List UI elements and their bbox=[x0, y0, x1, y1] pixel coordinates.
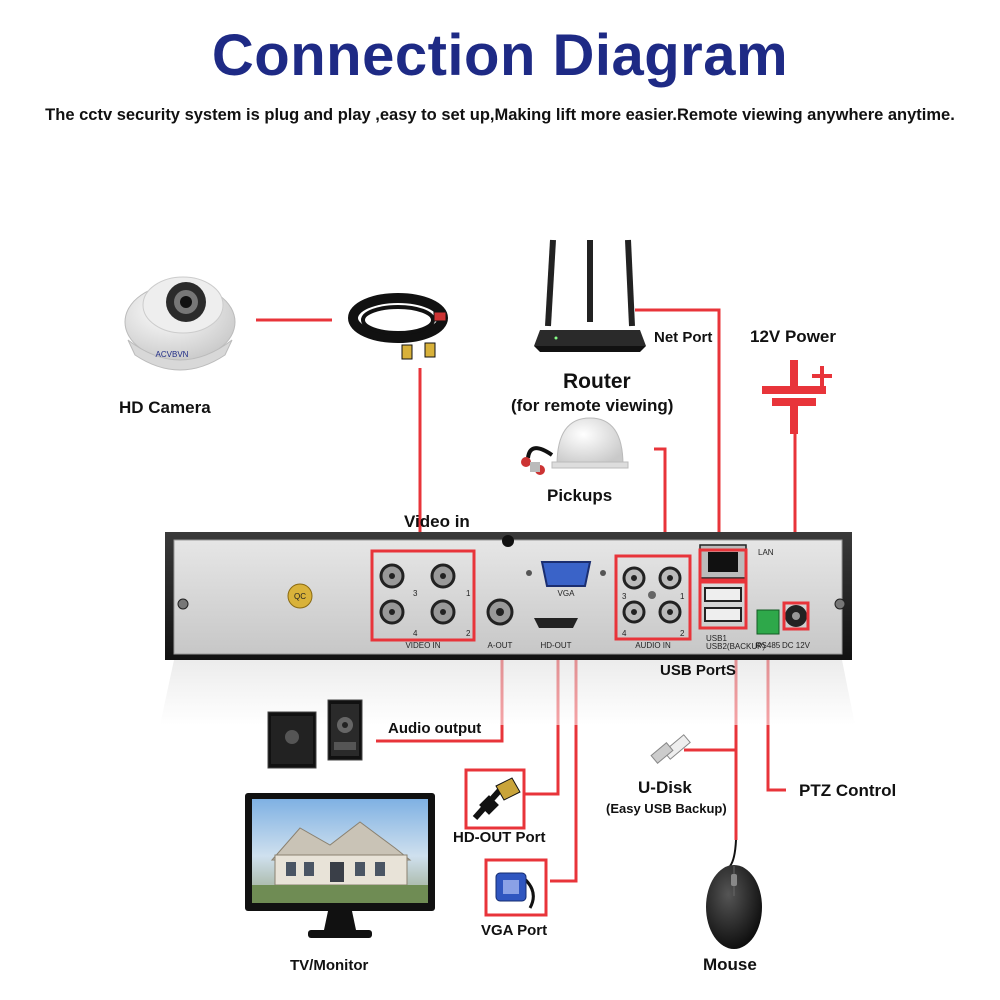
router-icon bbox=[534, 239, 646, 352]
hd-camera-label: HD Camera bbox=[119, 398, 211, 417]
vga-port-label: VGA Port bbox=[481, 922, 548, 939]
mouse-icon bbox=[706, 839, 762, 949]
panel-dc12v-text: DC 12V bbox=[782, 641, 811, 650]
power-label: 12V Power bbox=[750, 327, 836, 346]
udisk-label: U-Disk bbox=[638, 778, 692, 797]
router-to-lan-line bbox=[635, 308, 721, 552]
audio-in-rca-ports bbox=[622, 566, 682, 624]
udisk-sublabel: (Easy USB Backup) bbox=[606, 801, 727, 816]
camera-brand-text: ACVBVN bbox=[156, 350, 189, 359]
panel-vga-text: VGA bbox=[558, 589, 576, 598]
speaker-icon bbox=[267, 699, 363, 769]
pickups-to-audio-line bbox=[654, 447, 667, 556]
cable-coil-icon bbox=[348, 293, 448, 360]
qc-sticker: QC bbox=[294, 592, 306, 601]
microphone-icon bbox=[521, 417, 629, 475]
panel-aout-text: A-OUT bbox=[488, 641, 513, 650]
net-port-label: Net Port bbox=[654, 329, 713, 346]
video-in-bnc-ports bbox=[379, 563, 456, 625]
power-symbol-icon bbox=[762, 360, 832, 434]
usb-stick-icon bbox=[650, 734, 691, 764]
monitor-icon bbox=[245, 793, 435, 938]
audio-ch-label: 4 bbox=[622, 629, 627, 638]
panel-lan-text: LAN bbox=[758, 548, 774, 557]
video-ch-label: 4 bbox=[413, 629, 418, 638]
page-subtitle: The cctv security system is plug and pla… bbox=[45, 106, 955, 124]
lan-highlight bbox=[698, 548, 748, 582]
panel-audio-in-text: AUDIO IN bbox=[635, 641, 671, 650]
video-ch-label: 1 bbox=[466, 589, 471, 598]
pickups-label: Pickups bbox=[547, 486, 613, 505]
panel-usb2-text: USB2(BACKUP) bbox=[706, 642, 765, 651]
tv-monitor-label: TV/Monitor bbox=[290, 957, 369, 974]
router-label: Router bbox=[563, 370, 631, 393]
dc-highlight bbox=[782, 601, 810, 631]
panel-usb1-text: USB1 bbox=[706, 634, 727, 643]
panel-video-in-text: VIDEO IN bbox=[405, 641, 440, 650]
ptz-control-label: PTZ Control bbox=[799, 781, 897, 800]
house-illustration bbox=[252, 821, 428, 903]
video-in-highlight bbox=[370, 549, 476, 642]
router-sublabel: (for remote viewing) bbox=[511, 396, 674, 415]
dome-camera-icon: ACVBVN bbox=[124, 276, 236, 371]
panel-hdout-text: HD-OUT bbox=[540, 641, 571, 650]
video-in-label: Video in bbox=[404, 512, 470, 531]
vga-cable-icon bbox=[484, 858, 548, 917]
panel-rs485-text: RS485 bbox=[756, 641, 781, 650]
audio-ch-label: 2 bbox=[680, 629, 685, 638]
dvr-recorder: QC 3 1 4 2 VIDEO IN A-OUT VGA HD-OUT bbox=[160, 532, 855, 725]
page-title: Connection Diagram bbox=[211, 23, 789, 88]
video-ch-label: 2 bbox=[466, 629, 471, 638]
usb-highlight bbox=[698, 580, 748, 630]
audio-ch-label: 1 bbox=[680, 592, 685, 601]
usb-ports-label: USB PortS bbox=[660, 662, 736, 679]
audio-ch-label: 3 bbox=[622, 592, 627, 601]
audio-output-label: Audio output bbox=[388, 720, 482, 737]
audio-in-highlight bbox=[614, 554, 692, 641]
video-ch-label: 3 bbox=[413, 589, 418, 598]
hdmi-cable-icon bbox=[464, 768, 526, 830]
hdout-port-label: HD-OUT Port bbox=[453, 829, 546, 846]
mouse-label: Mouse bbox=[703, 955, 757, 974]
